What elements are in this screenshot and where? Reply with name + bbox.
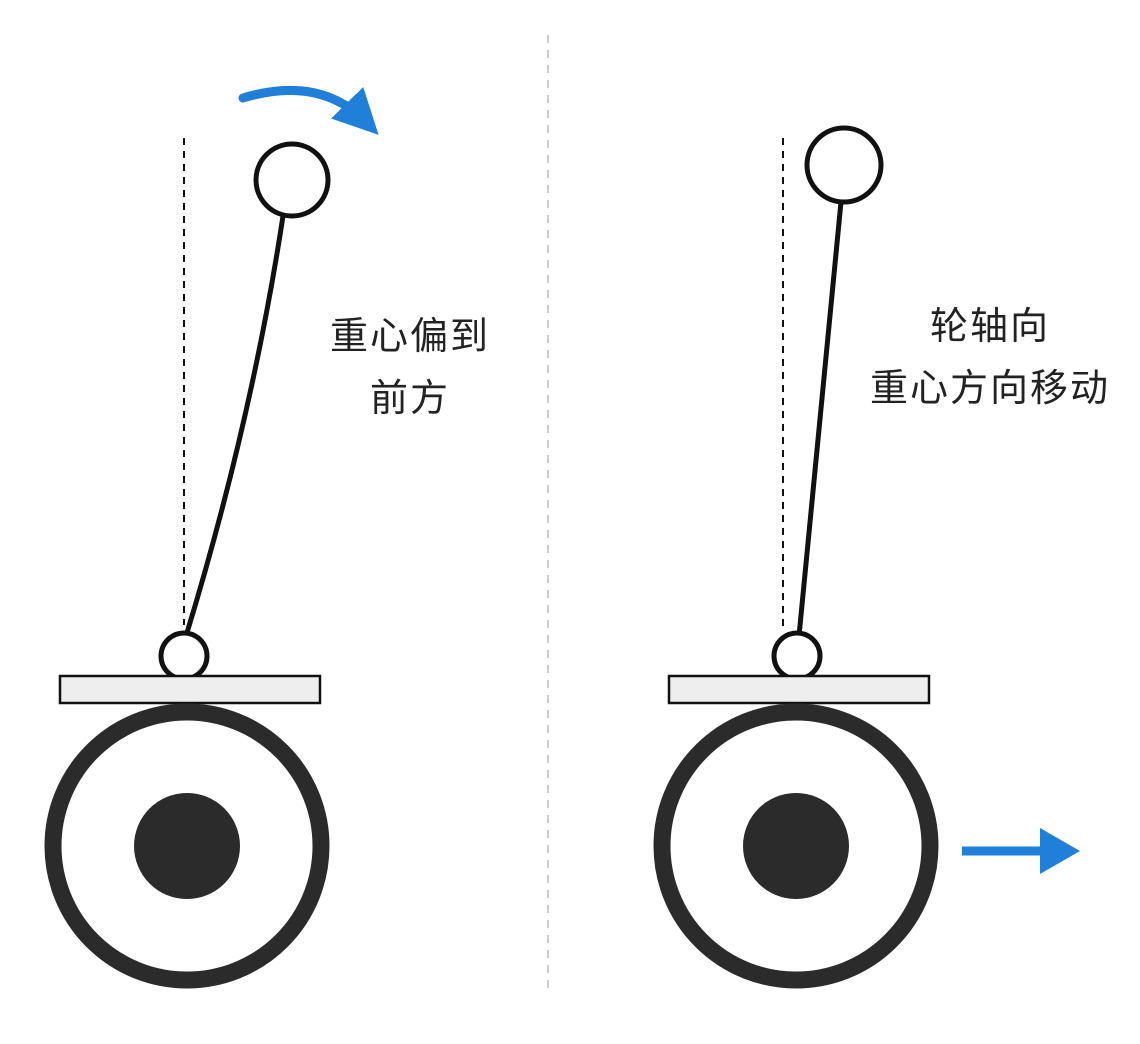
left-pendulum-mass: [253, 141, 331, 219]
left-pendulum-rod: [183, 213, 286, 639]
right-caption-line-2: 重心方向移动: [869, 366, 1110, 410]
right-pendulum-mass: [804, 125, 884, 205]
right-pivot-joint: [771, 630, 823, 682]
right-pendulum-rod: [796, 199, 844, 639]
left-caption-line-2: 前方: [369, 376, 450, 420]
curved-arrow-icon: [238, 85, 379, 135]
left-platform: [58, 674, 322, 705]
right-platform: [667, 674, 931, 705]
right-caption-line-1: 轮轴向: [929, 304, 1050, 348]
right-caption: 轮轴向 重心方向移动: [850, 295, 1130, 419]
left-caption: 重心偏到 前方: [310, 305, 510, 429]
right-wheel-hub: [743, 793, 849, 899]
left-wheel-hub: [134, 793, 240, 899]
right-panel: [653, 125, 1080, 989]
left-pivot-joint: [158, 630, 210, 682]
right-arrow-icon: [962, 828, 1080, 874]
left-caption-line-1: 重心偏到: [329, 314, 490, 358]
left-panel: [44, 85, 379, 989]
